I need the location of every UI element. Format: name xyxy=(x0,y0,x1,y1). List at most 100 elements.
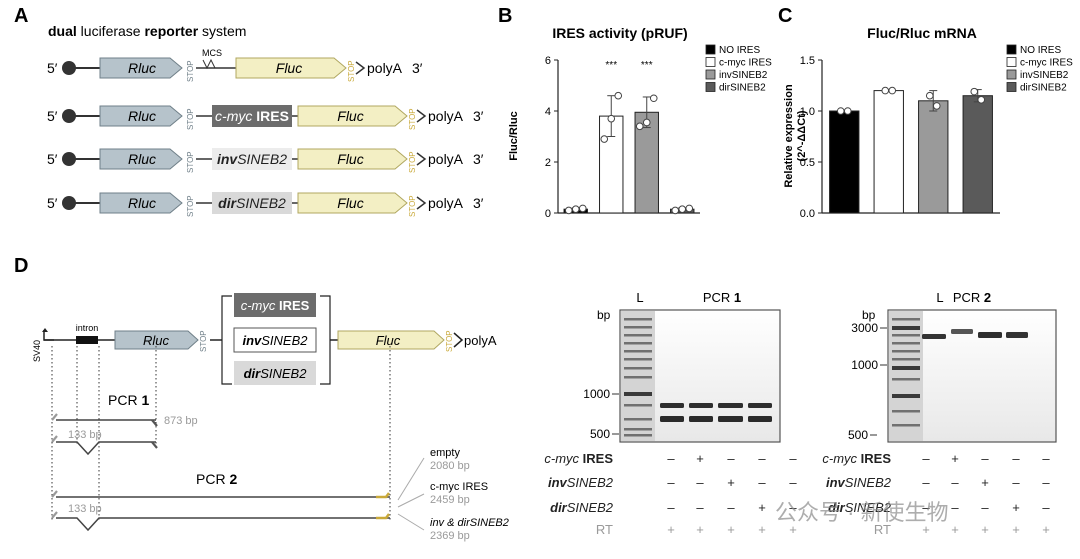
significance-label: *** xyxy=(605,60,617,71)
three-prime-label: 3′ xyxy=(473,195,484,211)
panel-c: C Fluc/Rluc mRNA Relative expression (2^… xyxy=(778,5,1073,220)
condition-label: RT xyxy=(874,522,891,537)
gel1-marker-1000: 1000 xyxy=(583,387,610,401)
condition-label-bold: dir xyxy=(828,500,846,515)
condition-mark: + xyxy=(951,522,959,537)
condition-label: c-myc IRES xyxy=(822,451,891,466)
condition-mark: – xyxy=(789,451,797,466)
polya-arrow-icon xyxy=(355,61,366,75)
legend-label: c-myc IRES xyxy=(719,58,772,69)
condition-label-post: SINEB2 xyxy=(567,475,614,490)
data-point xyxy=(649,94,658,103)
gel-band xyxy=(689,403,713,408)
legend-label: NO IRES xyxy=(1020,45,1061,56)
insert-label-bold: dir xyxy=(218,195,237,211)
rluc-label: Rluc xyxy=(128,60,156,76)
data-point xyxy=(600,135,609,143)
data-point xyxy=(881,86,890,95)
insert-dirsineb2-d xyxy=(234,361,316,385)
ladder-band xyxy=(624,367,652,370)
ladder-band xyxy=(892,334,920,337)
pcr1b-primer-fwd-icon xyxy=(51,435,58,443)
panel-b: B IRES activity (pRUF) Fluc/Rluc 0246***… xyxy=(498,5,772,220)
y-tick-label: 0 xyxy=(545,208,551,220)
condition-label-bold: IRES xyxy=(861,451,892,466)
data-point xyxy=(925,91,934,100)
gel-band xyxy=(718,403,743,408)
intron-block xyxy=(76,336,98,344)
condition-mark: + xyxy=(789,522,797,537)
polya-arrow-d xyxy=(453,332,464,348)
legend-label: invSINEB2 xyxy=(719,70,768,81)
three-prime-label: 3′ xyxy=(473,151,484,167)
pcr1-spliced-line xyxy=(56,441,156,456)
five-prime-label: 5′ xyxy=(47,195,58,211)
condition-mark: – xyxy=(789,500,797,515)
data-point xyxy=(578,204,587,213)
insert-dirsineb2-d-label: dirSINEB2 xyxy=(244,366,308,381)
five-prime-label: 5′ xyxy=(47,60,58,76)
data-point xyxy=(836,107,845,115)
condition-mark: – xyxy=(1012,475,1020,490)
data-point xyxy=(642,118,651,127)
legend-swatch xyxy=(705,44,716,55)
condition-mark: + xyxy=(951,451,959,466)
gel1-ladder-label: L xyxy=(636,290,643,305)
five-prime-label: 5′ xyxy=(47,108,58,124)
rluc-arrow xyxy=(99,105,183,127)
fluc-label: Fluc xyxy=(276,60,302,76)
panel-a-letter: A xyxy=(14,5,28,27)
mcs-icon xyxy=(202,58,216,70)
insert-block xyxy=(212,192,292,214)
watermark-text: 公众号 · 新使生物 xyxy=(775,500,949,525)
condition-mark: – xyxy=(951,500,959,515)
ladder-band xyxy=(624,334,652,337)
polya-label: polyA xyxy=(428,108,464,124)
condition-label: dirSINEB2 xyxy=(550,500,614,515)
insert-label: c-myc IRES xyxy=(215,108,289,124)
bracket-left xyxy=(221,295,232,385)
condition-mark: + xyxy=(667,522,675,537)
y-tick-label: 6 xyxy=(545,55,551,67)
condition-mark: – xyxy=(696,500,704,515)
ladder-band xyxy=(892,378,920,381)
condition-mark: + xyxy=(758,500,766,515)
polya-arrow-icon xyxy=(416,109,427,123)
y-tick-label: 1.0 xyxy=(800,106,815,118)
product-sineb2-name: inv & dirSINEB2 xyxy=(430,517,509,529)
panel-a: A dual luciferase reporter system 5′Rluc… xyxy=(14,5,484,217)
insert-block xyxy=(212,148,292,170)
condition-label-post: SINEB2 xyxy=(567,500,614,515)
condition-label: c-myc IRES xyxy=(544,451,613,466)
insert-block xyxy=(212,105,292,127)
bar xyxy=(873,90,904,214)
gel1-bp-label: bp xyxy=(597,308,611,322)
legend-label: dirSINEB2 xyxy=(1020,83,1067,94)
product-empty-bp: 2080 bp xyxy=(430,460,470,472)
data-point xyxy=(970,87,979,96)
pcr1b-primer-rev-icon xyxy=(151,441,158,449)
data-point xyxy=(843,107,852,115)
ladder-band xyxy=(624,434,652,437)
data-point xyxy=(932,102,941,110)
condition-mark: – xyxy=(758,451,766,466)
polya-arrow-icon xyxy=(416,196,427,210)
gel-1-image xyxy=(619,309,781,443)
rluc-label: Rluc xyxy=(128,195,156,211)
product-empty-name: empty xyxy=(430,447,460,459)
ladder-band xyxy=(624,326,652,329)
rluc-label-d: Rluc xyxy=(143,333,170,348)
gel1-title: PCR 1 xyxy=(703,290,741,305)
gel2-title: PCR 2 xyxy=(953,290,991,305)
product-cmyc-name: c-myc IRES xyxy=(430,481,488,493)
product-cmyc-bp: 2459 bp xyxy=(430,494,470,506)
chart-b-ylabel: Fluc/Rluc xyxy=(508,111,520,161)
rluc-label: Rluc xyxy=(128,151,156,167)
condition-mark: + xyxy=(1012,522,1020,537)
chart-c-ylabel-1: Relative expression xyxy=(783,84,795,188)
stop-label: STOP xyxy=(408,151,417,173)
condition-mark: – xyxy=(667,475,675,490)
fluc-label: Fluc xyxy=(337,195,363,211)
bracket-right xyxy=(320,295,331,385)
stop-label: STOP xyxy=(347,60,356,82)
